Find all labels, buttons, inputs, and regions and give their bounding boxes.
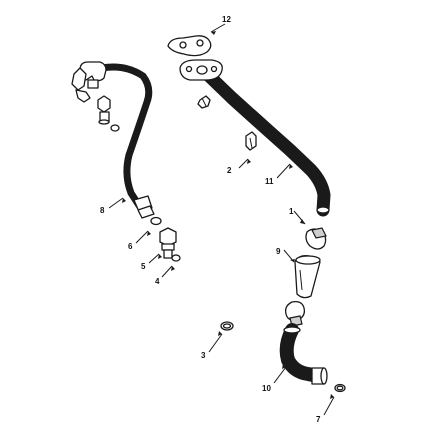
elbow-tube-part-10 (279, 323, 328, 385)
callout-2: 2 (227, 166, 232, 175)
o-ring-part-6 (150, 216, 162, 226)
callout-11: 11 (265, 177, 274, 186)
adapter-part-5 (159, 227, 177, 259)
o-ring-part-4 (171, 254, 181, 262)
leader-lines (108, 23, 335, 416)
o-ring-part-7 (334, 383, 346, 393)
callout-5: 5 (141, 262, 146, 271)
callout-10: 10 (262, 384, 271, 393)
bolt-part-2-upper (197, 95, 211, 109)
clamp-lower (284, 300, 306, 327)
callout-12: 12 (222, 15, 231, 24)
callout-4: 4 (155, 277, 160, 286)
callout-8: 8 (100, 206, 105, 215)
fitting-upper-adapter (97, 95, 111, 125)
supply-hose-part-8 (71, 61, 155, 219)
drain-tube-part-11 (179, 59, 331, 217)
callout-6: 6 (128, 242, 133, 251)
callout-1: 1 (289, 207, 294, 216)
gasket-part-12 (167, 35, 212, 57)
callout-7: 7 (316, 415, 321, 424)
o-ring-upper (110, 124, 120, 132)
callout-3: 3 (201, 351, 206, 360)
leader-arrowheads (122, 31, 334, 399)
o-ring-part-3 (220, 321, 234, 331)
clamp-part-1 (305, 227, 327, 250)
callout-9: 9 (276, 247, 281, 256)
hose-sleeve-part-9 (294, 254, 321, 299)
bolt-part-2-lower (245, 131, 257, 151)
